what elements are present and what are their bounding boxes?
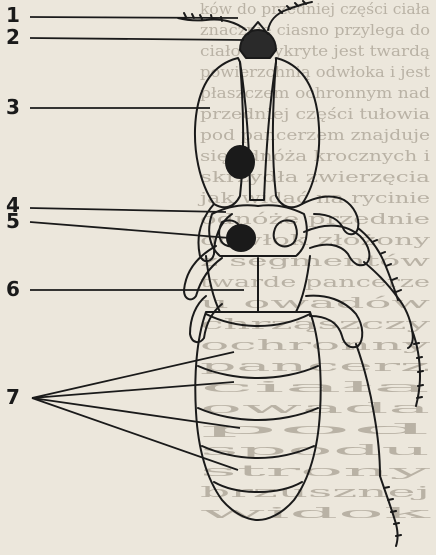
bleed-text-line: strony — [200, 462, 433, 480]
bleed-text-line: ochronny — [200, 336, 432, 354]
bleed-text-line: ków do przedniej części ciała — [200, 0, 430, 18]
callout-2: 2 — [6, 25, 20, 49]
callout-3: 3 — [6, 95, 20, 119]
bleed-text-line: pod pancerzem znajduje — [200, 126, 430, 144]
bleed-text-line: przedniej części tułowia — [200, 105, 430, 123]
bleed-text-line: pod — [200, 420, 433, 438]
bleed-text-line: pancerz — [200, 357, 430, 375]
leader-1 — [30, 17, 238, 18]
bleed-text-line: odnóże przednie — [200, 210, 430, 228]
callout-7: 7 — [6, 385, 20, 409]
callout-labels: 1 2 3 4 5 6 7 — [6, 3, 20, 409]
bleed-text-line: ciało przykryte jest twardą — [200, 42, 430, 60]
callout-6: 6 — [6, 277, 20, 301]
leader-4 — [30, 208, 226, 212]
bleed-text-line: brzusznej — [200, 483, 430, 501]
bleed-text-line: z segmentów — [200, 252, 430, 270]
bleed-text-line: owada — [200, 399, 430, 417]
callout-5: 5 — [6, 209, 20, 233]
spot-lower — [227, 225, 255, 251]
callout-1: 1 — [6, 3, 20, 27]
bleed-text-line: powierzchnią odwłoka i jest — [200, 63, 430, 81]
head — [240, 30, 276, 58]
spot-upper — [226, 146, 254, 178]
bleed-text-line: ciała — [200, 378, 430, 396]
bleed-text-line: twarde pancerze — [200, 273, 430, 291]
